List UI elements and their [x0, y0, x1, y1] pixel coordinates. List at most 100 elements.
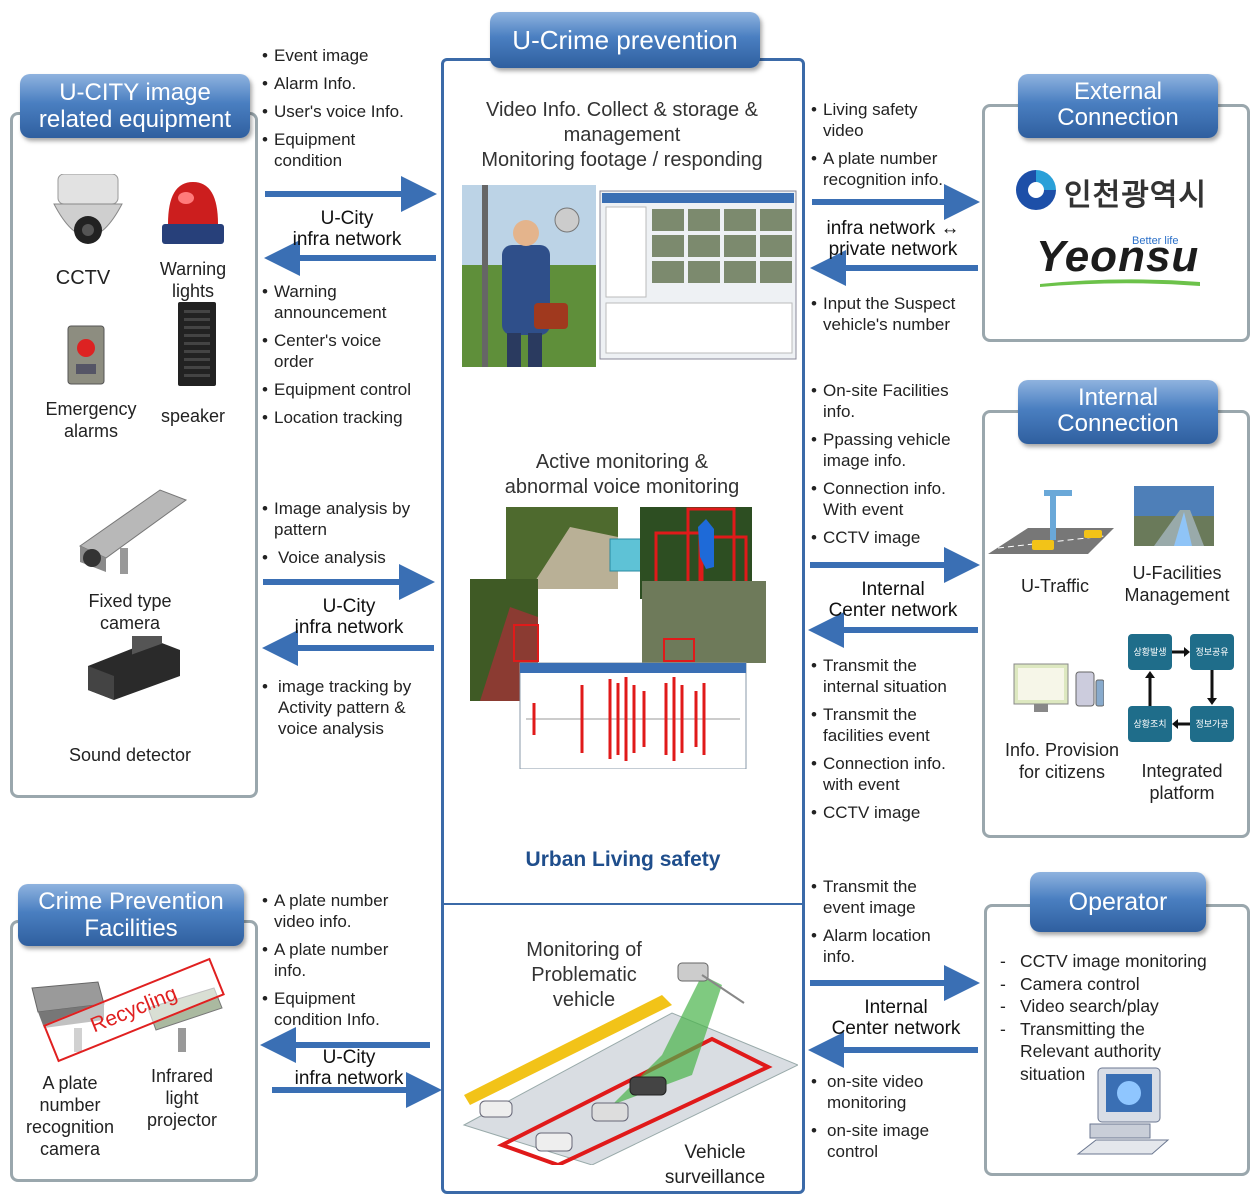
right-top-in-list: Input the Suspect vehicle's number — [811, 293, 976, 342]
yeonsu-logo-tag: Better life — [1132, 235, 1179, 247]
text-line: Connection — [1057, 104, 1179, 131]
list-item: image tracking by Activity pattern & voi… — [262, 676, 432, 739]
crime-title: Crime Prevention Facilities — [18, 884, 244, 946]
sound-detector-image — [88, 636, 180, 700]
left-top-out-list: Event image Alarm Info. User's voice Inf… — [262, 45, 437, 178]
list-item: Transmit the event image — [811, 876, 943, 918]
text-line: U-City — [322, 1047, 376, 1068]
operator-list: CCTV image monitoring Camera control Vid… — [998, 950, 1244, 1085]
list-item: Alarm Info. — [262, 73, 437, 94]
text-line: alarms — [63, 421, 118, 441]
text-line: infra network — [294, 617, 404, 638]
text-line: abnormal voice monitoring — [504, 476, 740, 498]
list-item: Voice analysis — [262, 547, 437, 568]
flow-arrows-icon — [1145, 647, 1217, 729]
text-line: Fixed type — [88, 591, 172, 611]
vehicle-surveillance-image — [462, 962, 798, 1165]
text-line: for citizens — [1018, 762, 1106, 782]
fixed-camera-image — [79, 489, 188, 574]
incheon-logo-text: 인천광역시 — [1064, 179, 1207, 212]
active-monitoring-image — [470, 507, 766, 769]
flow-box: 정보가공 — [1190, 706, 1234, 742]
text-line: Connection — [1057, 410, 1179, 437]
left-mid-network-label: U-City infra network — [274, 596, 424, 638]
list-item: Transmit the facilities event — [811, 704, 963, 746]
center-section1-text: Video Info. Collect & storage & manageme… — [452, 98, 792, 173]
left-mid-in-list: image tracking by Activity pattern & voi… — [262, 676, 432, 746]
text-line: Management — [1124, 585, 1230, 605]
integrated-platform-label: Integrated platform — [1124, 760, 1240, 804]
text-line: platform — [1149, 783, 1215, 803]
list-item: on-site video monitoring — [811, 1071, 947, 1113]
center-title: U-Crime prevention — [490, 12, 760, 68]
yeonsu-logo-text: Yeonsu — [1036, 232, 1200, 281]
text-line: related equipment — [38, 106, 232, 133]
text-line: private network — [828, 239, 958, 260]
text-line: light — [165, 1088, 199, 1108]
text-line: Infrared — [150, 1066, 214, 1086]
yeonsu-swoosh-icon — [1040, 279, 1200, 287]
list-item: Ppassing vehicle image info. — [811, 429, 976, 471]
text-line: Monitoring footage / responding — [481, 149, 763, 171]
emergency-alarms-label: Emergency alarms — [34, 398, 148, 442]
text-line: Emergency — [45, 399, 137, 419]
list-item: Video search/play — [998, 995, 1244, 1018]
internal-title: Internal Connection — [1018, 380, 1218, 444]
list-item: Warning announcement — [262, 281, 394, 323]
computer-icon — [1076, 1067, 1170, 1155]
text-line: U-City — [320, 208, 374, 229]
text-line: Facilities — [84, 915, 178, 942]
u-facilities-image — [1134, 486, 1214, 546]
info-provision-image — [1013, 663, 1104, 712]
text-line: A plate — [42, 1073, 98, 1093]
info-provision-label: Info. Provision for citizens — [994, 739, 1130, 783]
text-line: surveillance — [664, 1167, 766, 1188]
list-item: Living safety video — [811, 99, 933, 141]
list-item: Connection info. With event — [811, 478, 963, 520]
right-mid-network-label: Internal Center network — [812, 579, 974, 621]
u-traffic-image — [988, 490, 1114, 554]
crime-panel — [10, 920, 258, 1182]
center-title-text: U-Crime prevention — [512, 25, 738, 55]
cctv-label: CCTV — [55, 267, 111, 289]
text-line: lights — [171, 281, 215, 301]
text-line: Center network — [828, 600, 958, 621]
list-item: Image analysis by pattern — [262, 498, 437, 540]
vehicle-surveillance-label: Vehicle surveillance — [650, 1140, 780, 1190]
text-line: Crime Prevention — [38, 888, 224, 915]
text-line: Problematic — [531, 964, 637, 986]
list-item: Equipment control — [262, 379, 437, 400]
text-line: management — [563, 124, 681, 146]
incheon-logo-icon — [1016, 170, 1056, 210]
text-line: camera — [39, 1139, 101, 1159]
center-section2-text: Active monitoring & abnormal voice monit… — [452, 450, 792, 500]
external-title: External Connection — [1018, 74, 1218, 138]
right-top-network-label: infra network ↔ private network — [812, 218, 974, 260]
external-panel — [982, 104, 1250, 342]
list-item: Location tracking — [262, 407, 437, 428]
list-item: on-site image control — [811, 1120, 957, 1162]
list-item: Transmit the internal situation — [811, 655, 973, 697]
left-top-network-label: U-City infra network — [272, 208, 422, 250]
emergency-alarm-image — [67, 325, 105, 385]
text-line: External — [1073, 78, 1163, 105]
text-line: Vehicle — [684, 1142, 746, 1163]
list-item: CCTV image — [811, 527, 976, 548]
list-item: A plate number video info. — [262, 890, 424, 932]
right-bottom-in-list: on-site video monitoring on-site image c… — [811, 1071, 976, 1169]
list-item: Alarm location info. — [811, 925, 963, 967]
plate-camera-label: A plate number recognition camera — [16, 1072, 124, 1160]
list-item: Equipment condition — [262, 129, 394, 171]
list-item: User's voice Info. — [262, 101, 437, 122]
list-item: Center's voice order — [262, 330, 414, 372]
internal-panel — [982, 410, 1250, 838]
cctv-dome-image — [53, 174, 123, 244]
speaker-image — [178, 302, 216, 386]
flow-box: 상황조치 — [1128, 706, 1172, 742]
right-bottom-network-label: Internal Center network — [815, 997, 977, 1039]
urban-living-safety-label: Urban Living safety — [525, 848, 721, 871]
u-facilities-label: U-Facilities Management — [1114, 562, 1240, 606]
sound-detector-label: Sound detector — [68, 745, 192, 765]
text-line: number — [39, 1095, 101, 1115]
